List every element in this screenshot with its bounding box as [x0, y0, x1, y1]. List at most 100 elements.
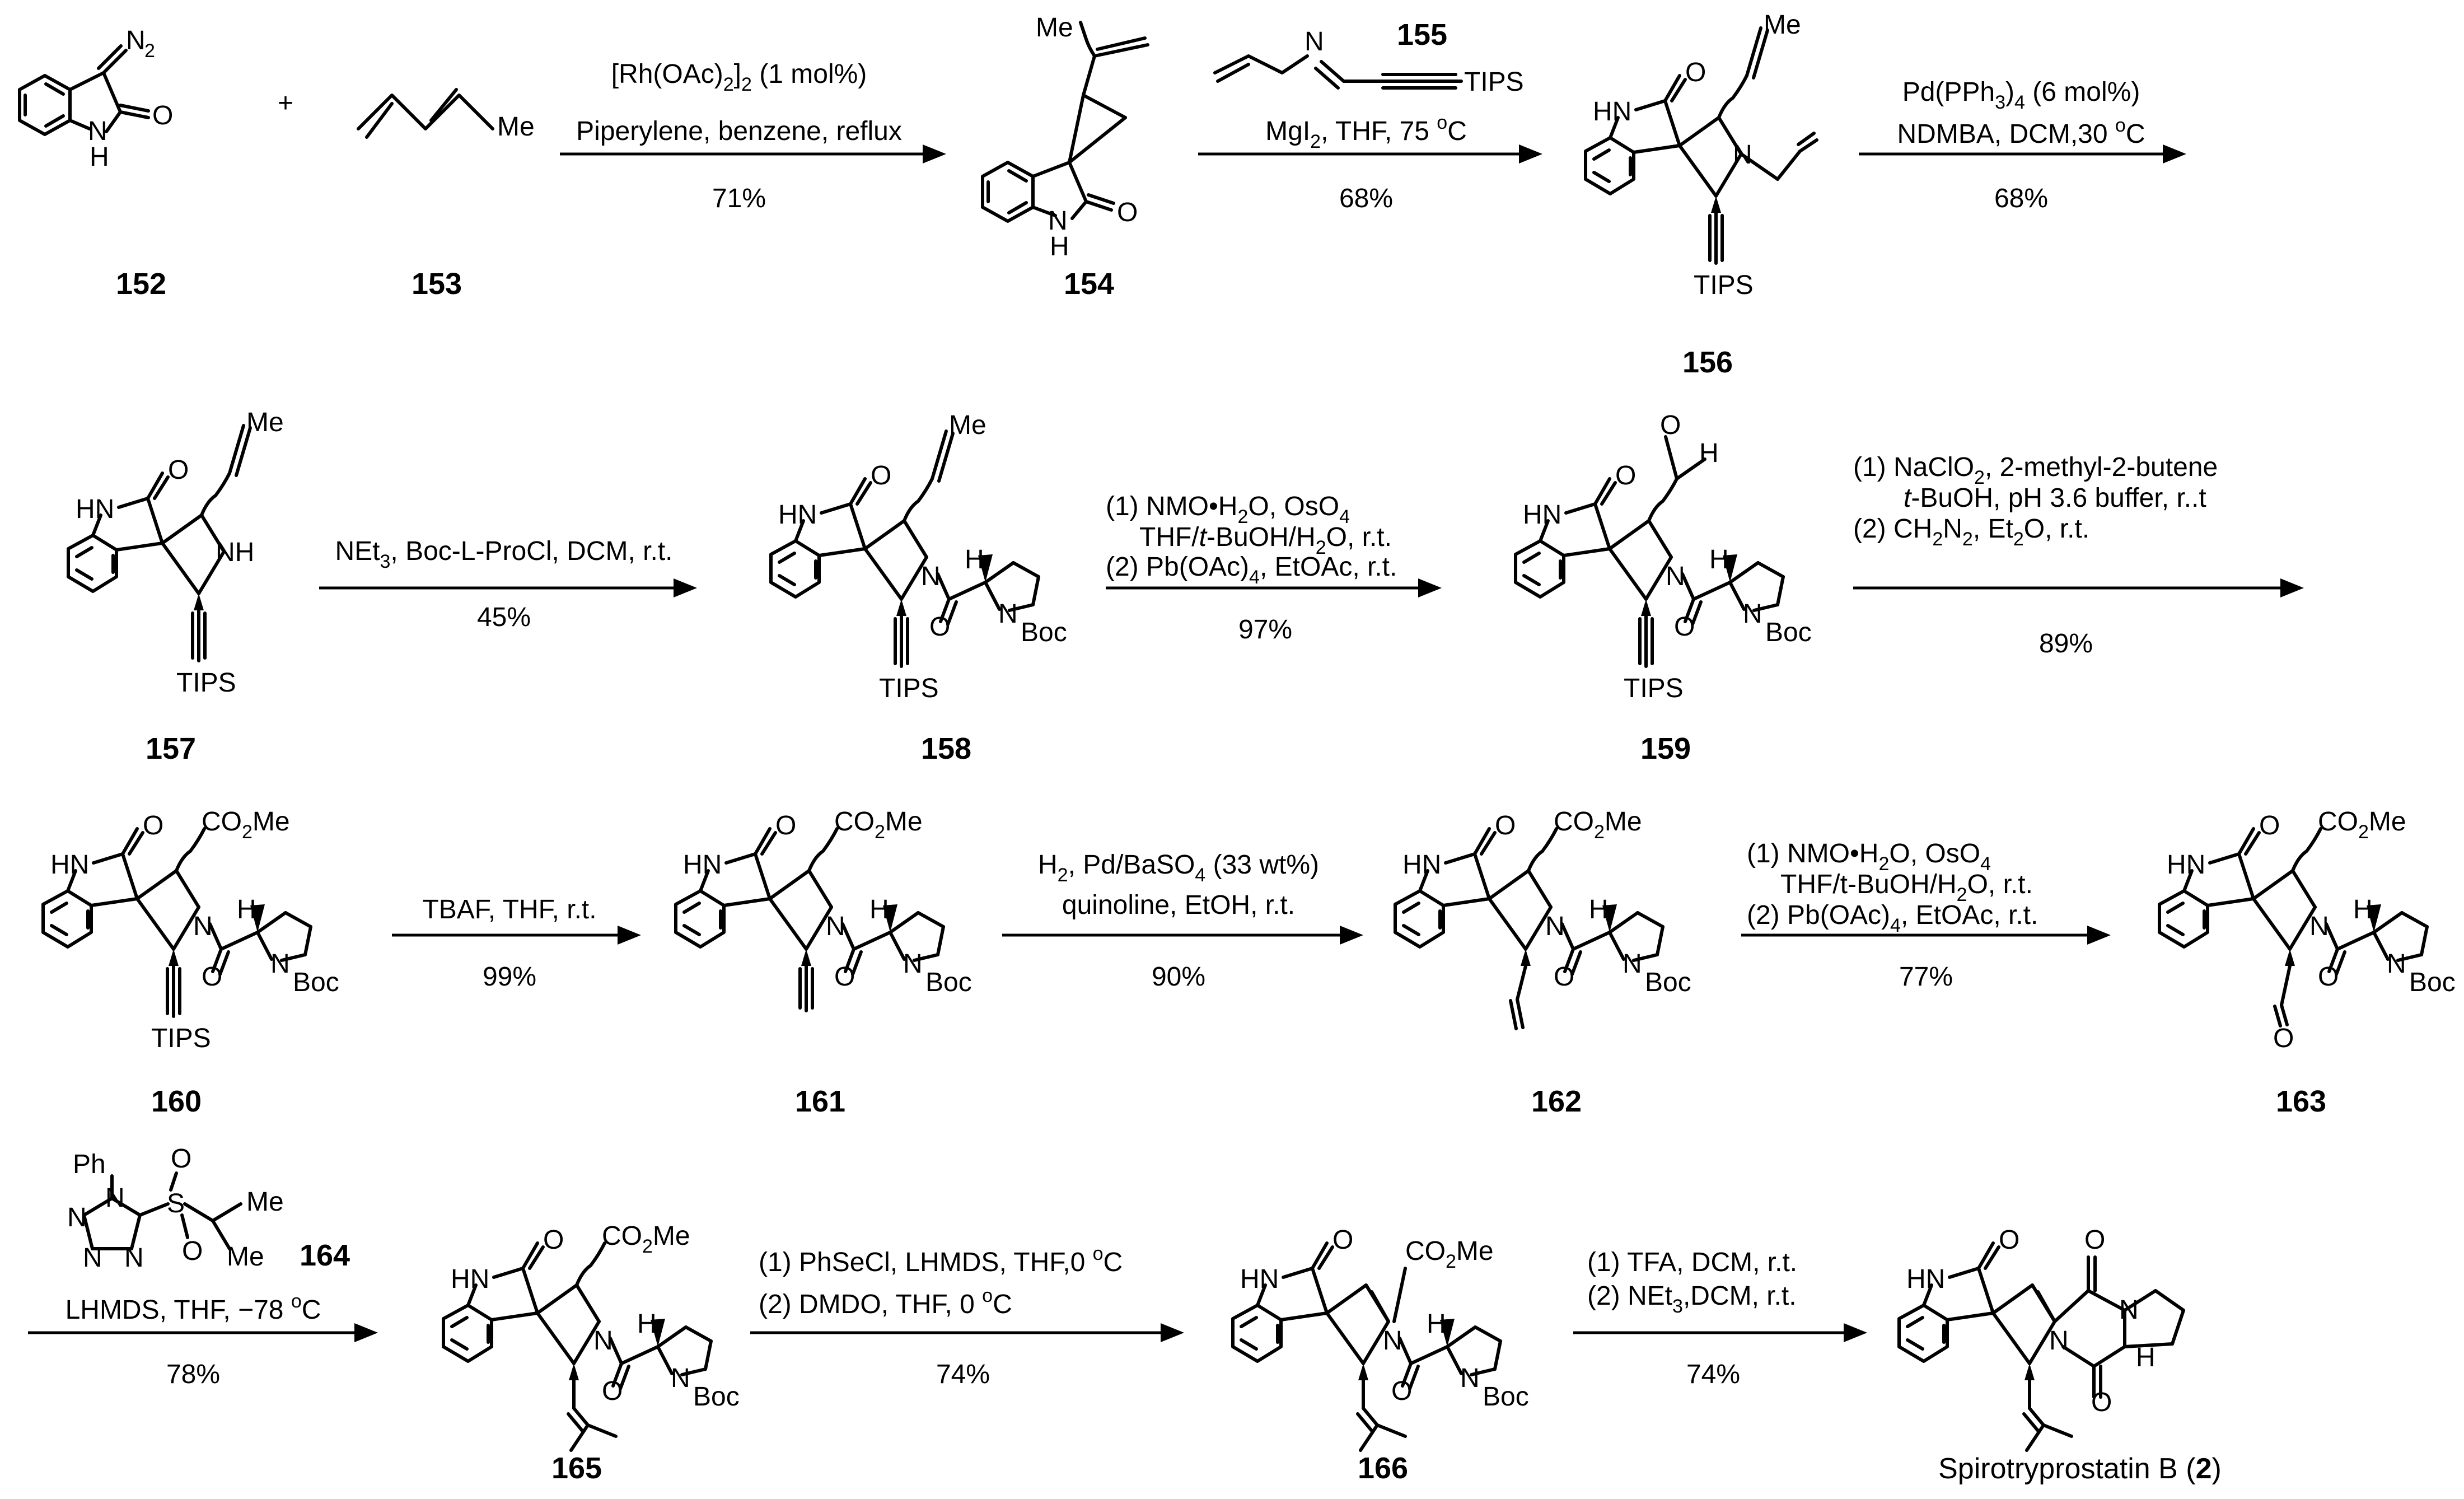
compound-158-structure: Me HN O N O H N Boc TIPS — [771, 410, 1067, 703]
atom-label: Me — [1036, 13, 1073, 43]
atom-label: H — [1589, 895, 1609, 924]
atom-label: Boc — [1645, 968, 1691, 997]
atom-label: H — [1427, 1309, 1446, 1339]
compound-152-structure: N 2 O N H — [18, 26, 173, 172]
final-product-label: Spirotryprostatin B (2) — [1938, 1453, 2222, 1485]
atom-label: HN — [683, 850, 722, 880]
atom-label: TIPS — [1464, 67, 1524, 97]
atom-label: HN — [1402, 850, 1441, 880]
compound-label-157: 157 — [146, 732, 196, 765]
atom-label: N — [88, 116, 107, 146]
compound-163-structure: CO2Me HN O N O H N Boc O — [2159, 807, 2456, 1053]
reagent-text-7: TBAF, THF, r.t. — [422, 895, 596, 924]
atom-label: O — [1332, 1225, 1353, 1255]
atom-label: N — [83, 1243, 102, 1273]
atom-label: O — [1660, 410, 1681, 440]
compound-154-structure: Me O N H — [981, 13, 1149, 261]
ester-label: CO2Me — [1554, 807, 1642, 843]
atom-label: TIPS — [1694, 270, 1754, 300]
atom-label: N — [1733, 140, 1752, 170]
reaction-arrow-5 — [1106, 578, 1442, 597]
atom-label: N — [1666, 562, 1685, 591]
atom-label: O — [1999, 1225, 2019, 1255]
atom-label: Boc — [293, 968, 339, 997]
atom-label: N — [1460, 1363, 1480, 1393]
atom-label: N — [921, 562, 941, 591]
compound-label-153: 153 — [412, 267, 462, 301]
atom-label: NH — [216, 538, 254, 567]
reagent-text-6c: (2) CH2N2, Et2O, r.t. — [1853, 514, 2089, 550]
atom-label: HN — [50, 850, 89, 880]
atom-label: N — [126, 26, 146, 55]
compound-153-structure: Me — [357, 88, 535, 142]
atom-label: N — [998, 599, 1018, 629]
yield-8: 90% — [1152, 962, 1205, 992]
atom-label: TIPS — [879, 674, 939, 703]
reaction-arrow-3 — [1859, 144, 2186, 164]
atom-label: Me — [1764, 10, 1801, 40]
ester-label: CO2Me — [1405, 1236, 1494, 1272]
reaction-arrow-8 — [1002, 926, 1363, 945]
atom-label: N — [1545, 912, 1565, 941]
compound-162-structure: CO2Me HN O N O H N Boc — [1395, 807, 1691, 1030]
atom-label: N — [1623, 949, 1642, 979]
reaction-arrow-2 — [1198, 144, 1542, 164]
atom-label: HN — [2167, 850, 2205, 880]
yield-3: 68% — [1994, 184, 2048, 213]
atom-label: O — [182, 1236, 203, 1266]
reagent-text-10: LHMDS, THF, −78 oC — [66, 1291, 321, 1325]
reagent-text-6a: (1) NaClO2, 2-methyl-2-butene — [1853, 452, 2218, 488]
yield-4: 45% — [477, 603, 531, 632]
reagent-text-9b: THF/t-BuOH/H2O, r.t. — [1780, 870, 2033, 905]
atom-label: O — [2084, 1225, 2105, 1255]
atom-label: O — [2318, 962, 2339, 992]
reagent-text-8a: H2, Pd/BaSO4 (33 wt%) — [1038, 850, 1319, 886]
atom-label: H — [1699, 438, 1719, 468]
compound-161-structure: CO2Me HN O N O H N Boc — [676, 807, 972, 1012]
atom-label: N — [1743, 599, 1762, 629]
atom-label: S — [167, 1189, 185, 1218]
compound-166-structure: CO2Me HN O N O H N Boc — [1233, 1225, 1529, 1452]
atom-label: O — [152, 101, 173, 130]
atom-label: N — [270, 949, 290, 979]
ester-label: CO2Me — [2318, 807, 2406, 843]
atom-label: O — [602, 1376, 623, 1406]
compound-label-158: 158 — [921, 732, 971, 765]
atom-label: HN — [1906, 1264, 1945, 1294]
atom-label: H — [965, 545, 984, 575]
compound-label-155: 155 — [1397, 18, 1447, 52]
atom-label: O — [1391, 1376, 1412, 1406]
reagent-text-4: NEt3, Boc-L-ProCl, DCM, r.t. — [335, 536, 672, 572]
atom-label: H — [1709, 545, 1729, 575]
compound-label-162: 162 — [1531, 1085, 1582, 1118]
compound-label-154: 154 — [1064, 267, 1114, 301]
atom-label: O — [1674, 612, 1695, 642]
atom-label: Boc — [1765, 618, 1812, 647]
atom-label: O — [171, 1144, 191, 1174]
atom-label: O — [871, 461, 891, 491]
ester-label: CO2Me — [602, 1221, 690, 1257]
plus-sign: + — [278, 88, 293, 118]
atom-label: Boc — [693, 1382, 740, 1412]
atom-label: N — [2119, 1295, 2139, 1325]
yield-6: 89% — [2039, 629, 2093, 659]
reaction-arrow-6 — [1853, 578, 2304, 597]
atom-label: HN — [1523, 500, 1561, 530]
yield-12: 74% — [1686, 1360, 1740, 1389]
atom-label: N — [1305, 27, 1324, 57]
yield-5: 97% — [1238, 615, 1292, 645]
atom-label: Me — [246, 408, 284, 437]
atom-label: N — [671, 1363, 690, 1393]
atom-label: Me — [227, 1242, 264, 1272]
atom-label: H — [237, 895, 256, 924]
atom-label: O — [2259, 811, 2280, 840]
atom-label: N — [193, 912, 213, 941]
atom-label: H — [2136, 1343, 2156, 1372]
atom-label: N — [1048, 206, 1068, 236]
atom-label: Boc — [925, 968, 972, 997]
yield-11: 74% — [936, 1360, 990, 1389]
compound-157-structure: Me HN O NH TIPS — [68, 408, 284, 698]
reaction-arrow-11 — [750, 1323, 1184, 1342]
reaction-arrow-10 — [28, 1323, 378, 1342]
atom-label: O — [543, 1225, 564, 1255]
